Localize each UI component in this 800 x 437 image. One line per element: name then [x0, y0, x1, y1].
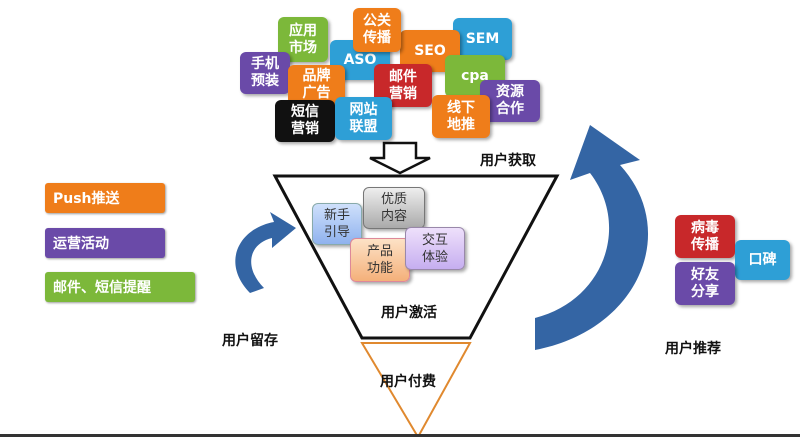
- activation-features: 产品 功能: [350, 238, 410, 282]
- payment-label: 用户付费: [380, 374, 436, 390]
- retention-push: Push推送: [45, 183, 165, 213]
- activation-label: 用户激活: [381, 305, 437, 321]
- channel-resource: 资源 合作: [480, 80, 540, 122]
- channel-preinstall: 手机 预装: [240, 52, 290, 94]
- bottom-bar: [0, 434, 800, 437]
- channel-pr: 公关 传播: [353, 8, 401, 52]
- referral-friend-share: 好友 分享: [675, 262, 735, 305]
- referral-word-of-mouth: 口碑: [735, 240, 790, 280]
- retention-label: 用户留存: [222, 333, 278, 349]
- acquisition-label: 用户获取: [480, 153, 536, 169]
- channel-offline: 线下 地推: [432, 95, 490, 138]
- channel-sem: SEM: [453, 18, 512, 60]
- referral-arrow-icon: [535, 125, 649, 350]
- retention-arrow-icon: [235, 212, 296, 293]
- channel-sms: 短信 营销: [275, 100, 335, 142]
- retention-reminder: 邮件、短信提醒: [45, 272, 195, 302]
- channel-email: 邮件 营销: [374, 64, 432, 107]
- activation-content: 优质 内容: [363, 187, 425, 229]
- activation-interaction: 交互 体验: [405, 227, 465, 270]
- channel-web-alliance: 网站 联盟: [335, 97, 392, 140]
- retention-campaign: 运营活动: [45, 228, 165, 258]
- referral-label: 用户推荐: [665, 341, 721, 357]
- payment-triangle: [360, 342, 472, 437]
- referral-viral: 病毒 传播: [675, 215, 735, 258]
- down-arrow-icon: [369, 141, 431, 175]
